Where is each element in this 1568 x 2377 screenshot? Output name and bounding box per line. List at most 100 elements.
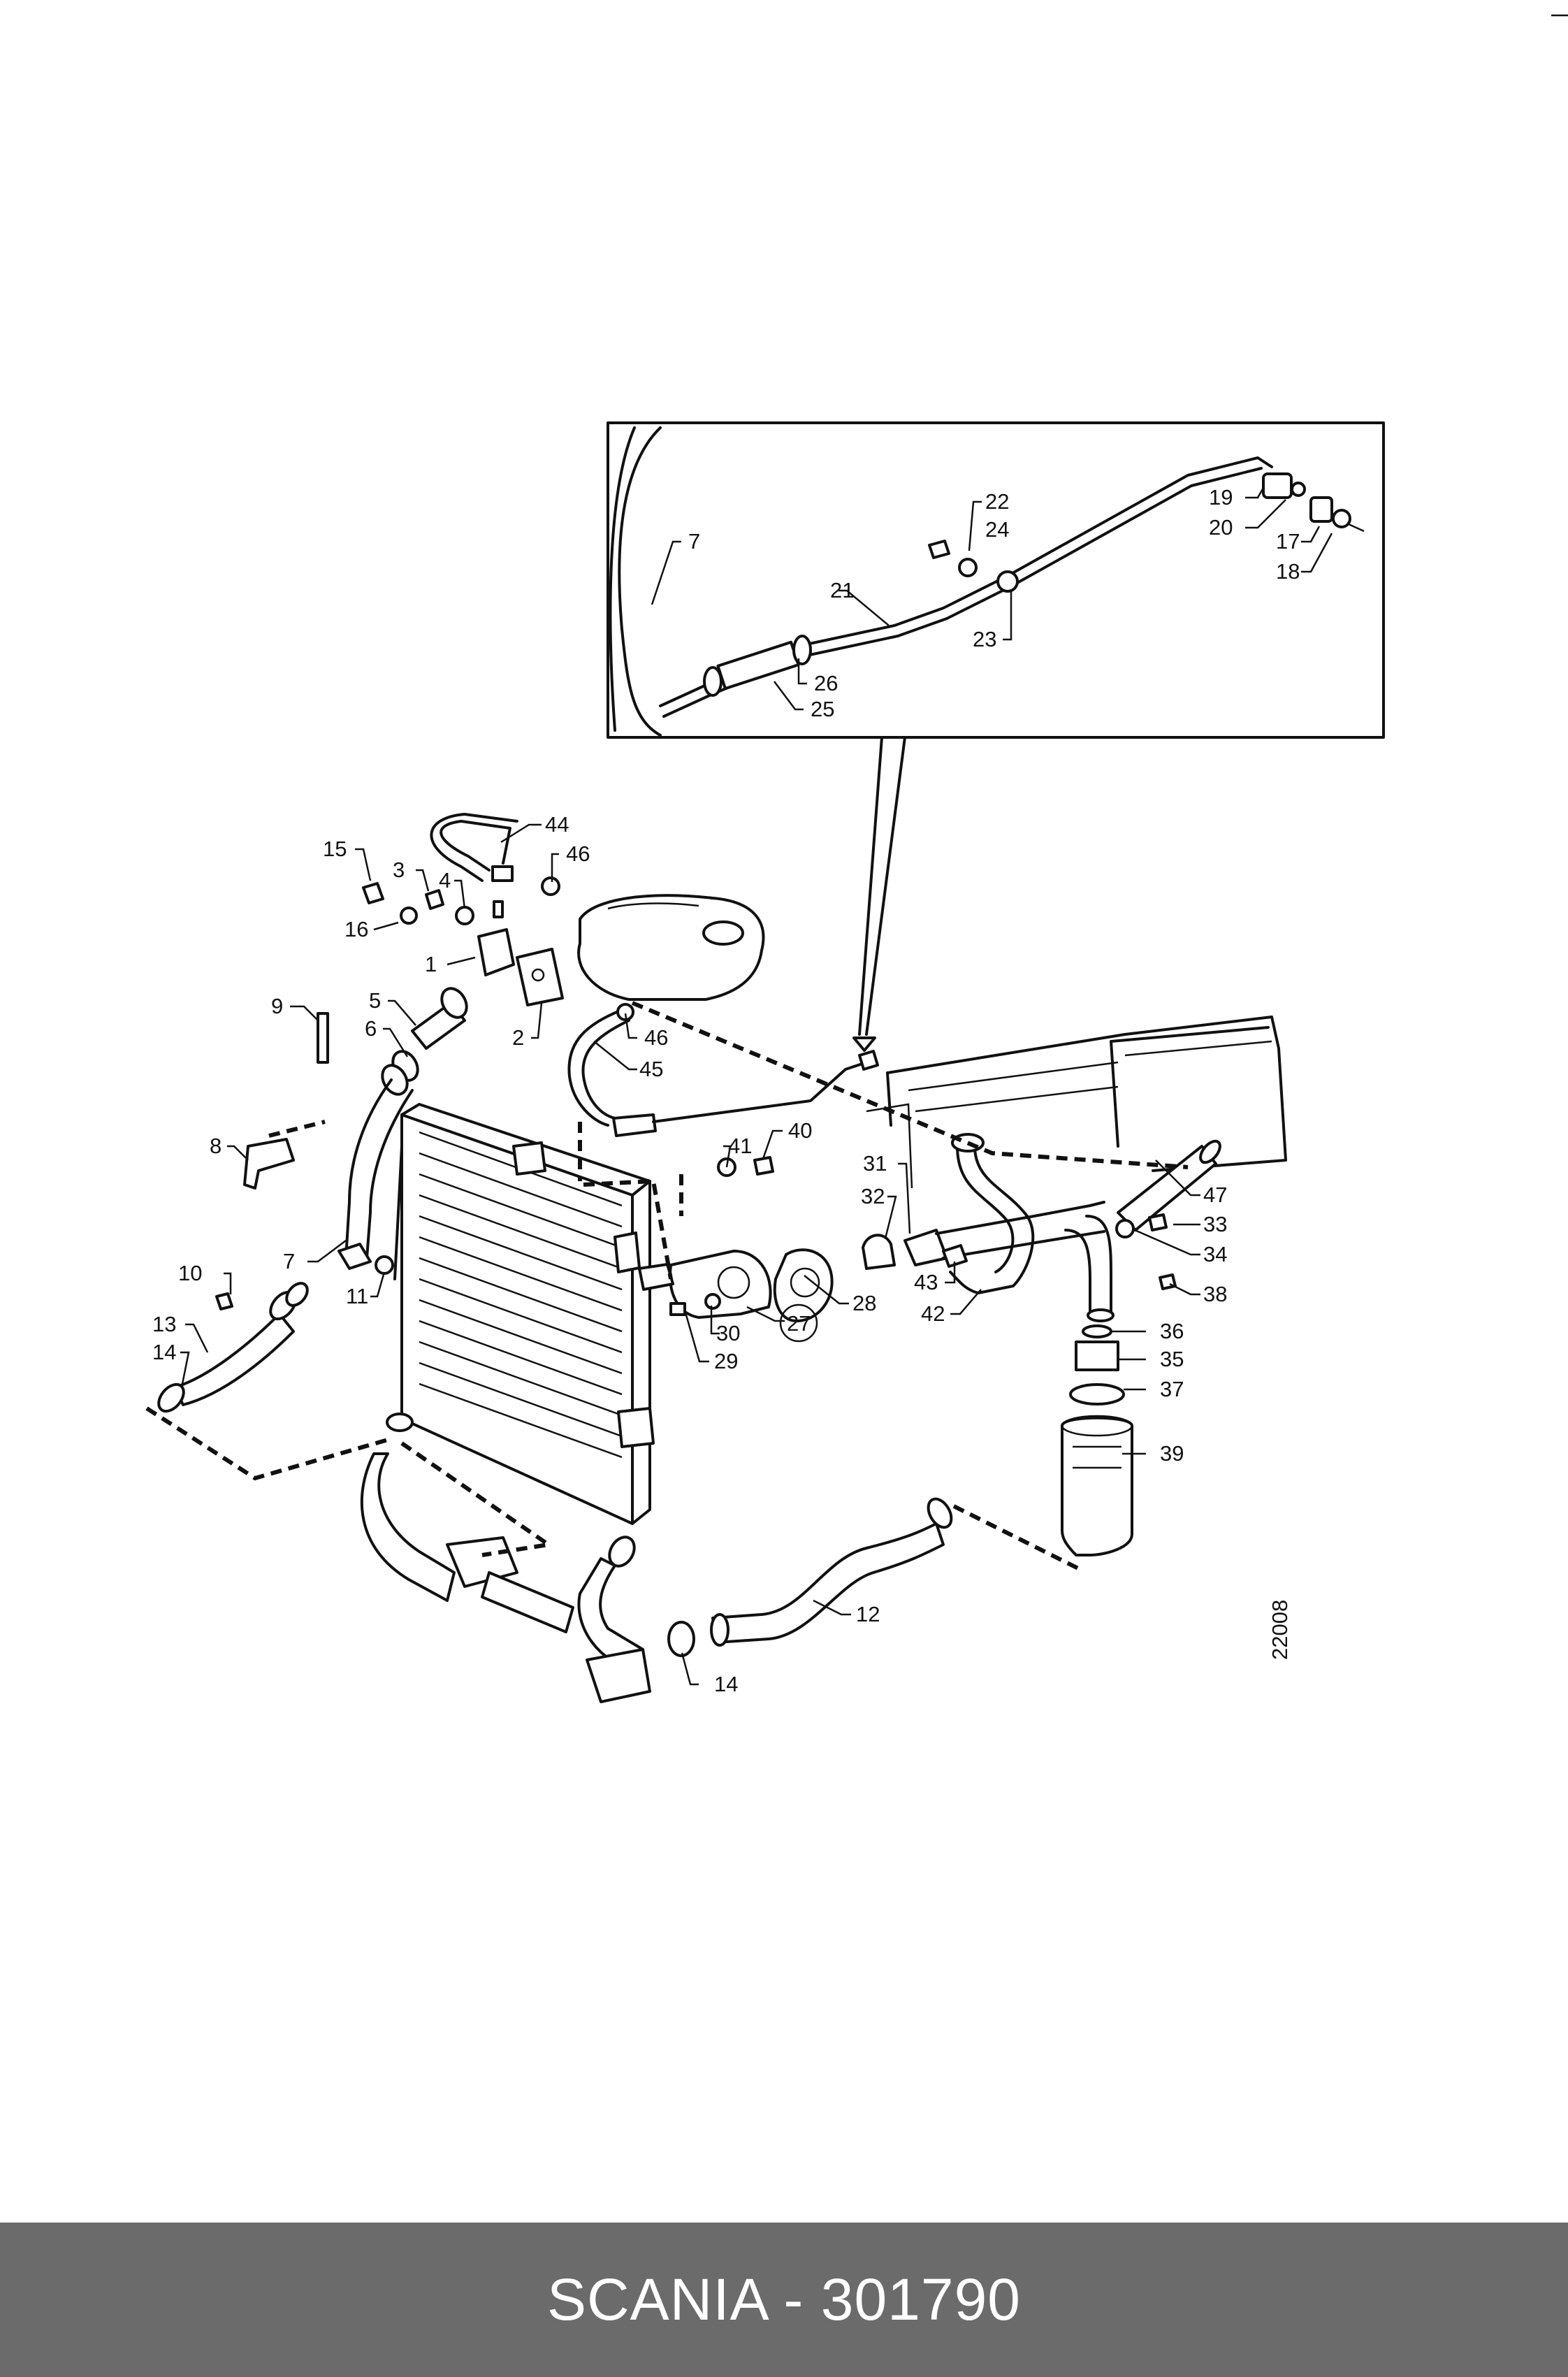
radiator-core (400, 1113, 634, 1525)
inset-fitting-tip (1348, 523, 1365, 533)
tee-fitting (446, 1536, 518, 1588)
label-46-lower: 46 (644, 1025, 668, 1050)
tank-body (577, 894, 765, 1001)
leader-14-lower (681, 1652, 699, 1686)
detail-inset: 7 22 24 21 19 20 17 18 23 26 25 (607, 421, 1385, 739)
cooling-system-diagram: 7 22 24 21 19 20 17 18 23 26 25 (145, 14, 1568, 1703)
engine-outline (886, 1016, 1287, 1172)
inset-label-22: 22 (985, 489, 1009, 514)
inset-bolt-22 (928, 540, 950, 559)
pump-impeller (717, 1266, 750, 1299)
leader-31 (898, 1162, 911, 1234)
fitting-45 (612, 1113, 657, 1137)
leader-7 (307, 1240, 347, 1263)
dash-tank-engine (631, 1001, 1189, 1169)
seal-37 (1069, 1383, 1125, 1406)
pipe-21-main (652, 1061, 868, 1123)
part-labels: 44 46 15 3 4 16 1 2 9 5 6 46 45 8 7 41 4… (152, 812, 1292, 1696)
label-8: 8 (210, 1134, 222, 1158)
leader-47 (1155, 1159, 1200, 1197)
washer-4 (455, 906, 474, 925)
inset-washer-18 (1332, 509, 1351, 528)
label-42: 42 (921, 1301, 945, 1326)
connector-pipe (481, 1571, 574, 1633)
connector-44 (493, 900, 504, 918)
bolt-33 (1148, 1213, 1168, 1231)
label-35: 35 (1160, 1347, 1184, 1371)
label-44: 44 (545, 812, 569, 837)
pump-shaft (638, 1263, 674, 1291)
gasket-28 (773, 1248, 834, 1322)
pipe-31 (935, 1201, 1105, 1259)
inset-pointer-arrow (852, 1036, 876, 1052)
elbow-outlet (586, 1648, 651, 1703)
leader-46-lower (624, 1013, 637, 1039)
pipe-7-edge (365, 1089, 414, 1259)
pipe-filter-feed (1064, 1215, 1112, 1315)
inset-pointer (858, 736, 906, 1036)
gasket-2-hole (531, 968, 545, 982)
label-13: 13 (152, 1312, 176, 1336)
clamp-6c (381, 1064, 409, 1096)
label-47: 47 (1203, 1183, 1227, 1207)
ring-36 (1082, 1324, 1112, 1338)
label-39: 39 (1160, 1441, 1184, 1466)
inset-leader-23 (1003, 591, 1012, 641)
leader-10 (224, 1272, 232, 1294)
inset-leader-21 (839, 589, 890, 626)
gasket-28-hole (790, 1267, 820, 1298)
label-27: 27 (787, 1311, 811, 1336)
leader-1 (447, 956, 476, 966)
inset-label-19: 19 (1209, 485, 1233, 510)
inset-leader-25 (774, 681, 804, 711)
bolt-40 (753, 1156, 774, 1176)
pump-body-27 (669, 1250, 772, 1319)
tank-cap (702, 920, 744, 946)
fitting-11 (337, 1243, 372, 1270)
gasket-2 (516, 948, 564, 1006)
lower-hose-left (360, 1452, 456, 1602)
radiator-left-rail (393, 1145, 403, 1280)
label-12: 12 (856, 1602, 880, 1626)
inset-nut-19 (1262, 472, 1293, 499)
leader-30 (710, 1306, 720, 1335)
inset-leader-26 (797, 658, 807, 685)
label-1: 1 (425, 952, 437, 976)
washer-16 (400, 906, 418, 925)
screw-15 (362, 882, 384, 904)
leader-5 (388, 999, 416, 1026)
label-2: 2 (512, 1025, 524, 1050)
inset-leader-22 (968, 500, 982, 551)
hose-12-end-left (710, 1613, 729, 1647)
label-45: 45 (639, 1057, 663, 1081)
label-36: 36 (1160, 1319, 1184, 1343)
inset-washer-24 (958, 558, 978, 577)
gasket-32 (862, 1234, 896, 1270)
pipe-42-edge (956, 1145, 1015, 1273)
label-31: 31 (863, 1151, 887, 1176)
callout-27-circle (779, 1303, 818, 1343)
label-4: 4 (439, 868, 451, 893)
dash-lower-left (145, 1406, 389, 1481)
label-34: 34 (1203, 1242, 1227, 1266)
inset-label-23: 23 (973, 627, 996, 651)
hose-45 (567, 1009, 630, 1127)
bolt-38 (1159, 1273, 1177, 1290)
engine-ribs (908, 1040, 1272, 1113)
expansion-tank (577, 894, 765, 1001)
leader-40 (762, 1129, 783, 1159)
leader-29 (684, 1312, 709, 1363)
radiator-fitting-bottom (617, 1407, 655, 1448)
engine-corner (866, 1103, 913, 1189)
hose-13 (173, 1313, 295, 1406)
leader-16 (373, 921, 399, 931)
clamp-13b (285, 1282, 309, 1307)
label-9: 9 (271, 994, 283, 1018)
lower-clamp-right (608, 1536, 636, 1568)
engine-block (866, 1016, 1287, 1189)
label-28: 28 (852, 1291, 876, 1315)
label-14: 14 (152, 1340, 176, 1364)
radiator-bracket (512, 1141, 546, 1176)
leader-45 (593, 1041, 637, 1071)
label-40: 40 (788, 1118, 812, 1143)
